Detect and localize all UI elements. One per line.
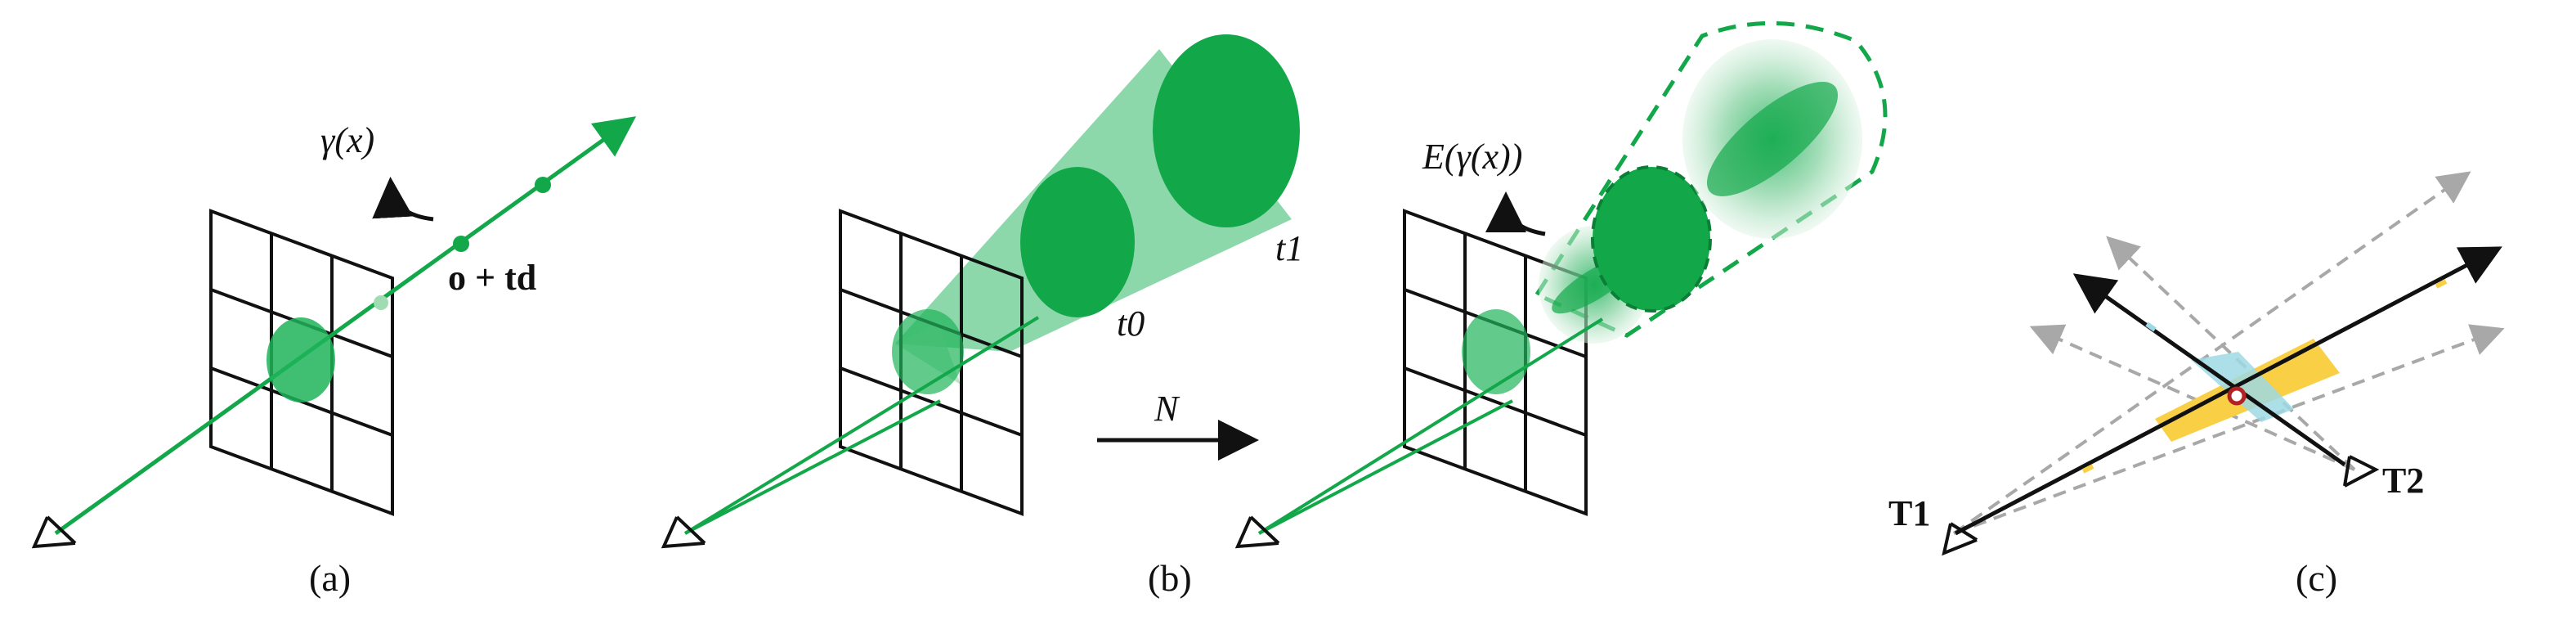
- panel-b: t0 t1 N (b): [661, 34, 1303, 599]
- ray-label: o + td: [448, 258, 536, 298]
- caption-b: (b): [1148, 557, 1192, 599]
- sample-point: [535, 177, 551, 193]
- caption-a: (a): [309, 557, 351, 599]
- panel-a: γ(x) o + td (a): [31, 116, 637, 599]
- gray-ray: [2106, 236, 2356, 471]
- ray-ipe-lower: [1258, 399, 1513, 535]
- eye-icon: [31, 515, 77, 549]
- eye-icon: [661, 515, 706, 549]
- frustum-disc-near: [1020, 167, 1135, 317]
- frustum-T2: [2191, 352, 2294, 422]
- gray-ray: [1953, 324, 2505, 535]
- gaussian-large-core: [1706, 82, 1839, 196]
- ray-T1: [1954, 246, 2502, 536]
- panel-c: T1 T2 (c): [1888, 171, 2505, 599]
- ray-T2: [2072, 273, 2346, 467]
- sample-point: [374, 295, 388, 310]
- expectation-outline: [1534, 20, 1888, 338]
- curved-arrow-ipe: [1485, 191, 1546, 236]
- expectation-label: E(γ(x)): [1422, 137, 1522, 177]
- ray-b-lower: [684, 399, 941, 535]
- pixel-footprint-b: [892, 309, 964, 394]
- camera-icon-T1: [1942, 522, 1978, 556]
- ray-a: [54, 116, 637, 536]
- t0-label: t0: [1117, 304, 1145, 344]
- pixel-footprint-c: [1462, 309, 1530, 394]
- frustum-disc-far: [1153, 34, 1300, 227]
- sample-point: [453, 236, 469, 252]
- gray-ray: [1952, 171, 2471, 535]
- panel-ipe: E(γ(x)): [1234, 20, 1888, 549]
- intersection-point: [2227, 386, 2247, 406]
- ray-ipe-upper: [1257, 317, 1604, 535]
- transform-label: N: [1154, 389, 1180, 429]
- frustum-disc-dashed: [1591, 165, 1712, 312]
- pixel-footprint-a: [267, 317, 335, 402]
- curved-arrow-a: [372, 177, 434, 222]
- camera2-label: T2: [2382, 461, 2424, 501]
- caption-c: (c): [2296, 557, 2337, 599]
- gamma-label: γ(x): [320, 120, 374, 160]
- eye-icon: [1234, 515, 1280, 549]
- t1-label: t1: [1275, 228, 1303, 268]
- camera1-label: T1: [1888, 493, 1930, 533]
- ray-b-upper: [683, 316, 1040, 535]
- camera-icon-T2: [2343, 455, 2380, 488]
